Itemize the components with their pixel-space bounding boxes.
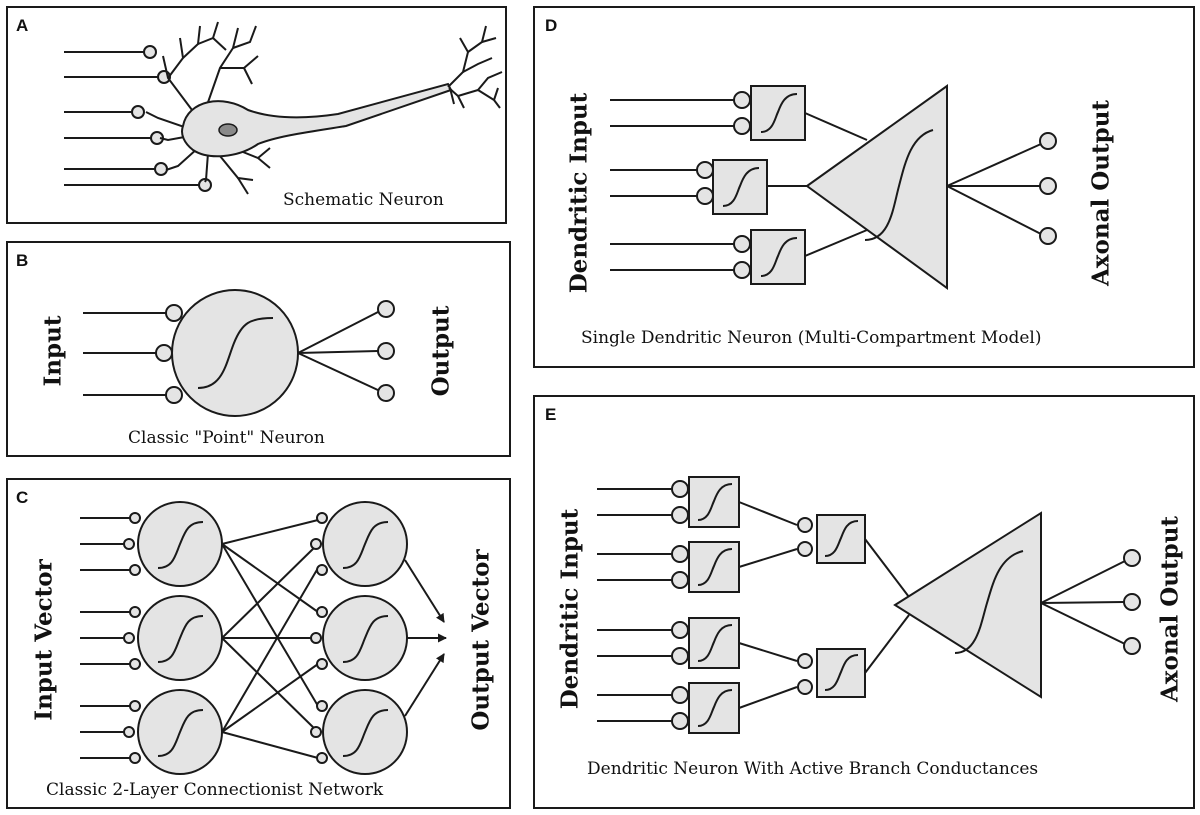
input-synapse xyxy=(165,386,183,404)
trunk-compartments xyxy=(816,514,866,698)
panel-d-input-label: Dendritic Input xyxy=(565,92,593,294)
panel-b-input-label: Input xyxy=(39,315,67,387)
panel-e-letter: E xyxy=(545,405,557,424)
dendritic-inputs xyxy=(597,480,689,730)
dendritic-compartments xyxy=(712,85,806,285)
output-arrows xyxy=(404,559,447,717)
sigmoid-icon xyxy=(197,317,274,389)
panel-c: C Input Vector Output Vector Classic 2-L… xyxy=(6,478,511,809)
neuron-soma xyxy=(171,289,299,417)
axonal-outputs xyxy=(1040,549,1141,655)
panel-d-caption: Single Dendritic Neuron (Multi-Compartme… xyxy=(581,328,1042,348)
panel-e-output-label: Axonal Output xyxy=(1156,515,1184,703)
hidden-connections xyxy=(221,519,319,759)
active-dendrite-neuron-diagram xyxy=(597,476,1141,734)
input-layer-inputs xyxy=(80,512,141,764)
panel-a-letter: A xyxy=(16,16,29,35)
panel-c-input-label: Input Vector xyxy=(30,559,58,721)
soma-triangle xyxy=(805,84,948,290)
output-terminal xyxy=(377,342,395,360)
panel-d-output-label: Axonal Output xyxy=(1087,99,1115,287)
panel-e-input-label: Dendritic Input xyxy=(556,508,584,710)
sigmoid-icon xyxy=(954,550,1024,654)
point-neuron-diagram xyxy=(83,289,395,417)
panel-b: B Input Output Classic "Point" Neuron xyxy=(6,241,511,457)
panel-b-caption: Classic "Point" Neuron xyxy=(128,428,325,448)
neuron-drawing xyxy=(145,21,503,195)
output-terminal xyxy=(377,300,395,318)
panel-d: D Dendritic Input Axonal Output Single D… xyxy=(533,6,1195,368)
input-synapse xyxy=(165,304,183,322)
dendritic-inputs xyxy=(610,91,751,279)
panel-d-letter: D xyxy=(545,16,558,35)
input-layer-neurons xyxy=(137,501,223,775)
axonal-outputs xyxy=(946,132,1057,245)
output-terminal xyxy=(377,384,395,402)
panel-c-letter: C xyxy=(16,488,29,507)
panel-e: E Dendritic Input Axonal Output Dendriti… xyxy=(533,395,1195,809)
panel-c-output-label: Output Vector xyxy=(467,549,495,731)
sigmoid-icon xyxy=(864,129,934,241)
input-synapse xyxy=(155,344,173,362)
soma-triangle xyxy=(893,511,1042,699)
panel-a-inputs xyxy=(64,45,212,192)
panel-a-caption: Schematic Neuron xyxy=(283,190,444,210)
panel-a: A Schematic Neuron xyxy=(6,6,507,224)
connectionist-network-diagram xyxy=(80,501,447,775)
dendritic-neuron-diagram xyxy=(610,84,1057,290)
panel-b-output-label: Output xyxy=(427,305,455,397)
schematic-neuron-illustration xyxy=(64,21,503,195)
hidden-layer-synapses xyxy=(310,512,328,764)
panel-e-caption: Dendritic Neuron With Active Branch Cond… xyxy=(587,759,1039,779)
branch-compartments xyxy=(688,476,740,734)
panel-c-caption: Classic 2-Layer Connectionist Network xyxy=(46,780,384,800)
output-layer-neurons xyxy=(322,501,408,775)
panel-b-letter: B xyxy=(16,251,29,270)
